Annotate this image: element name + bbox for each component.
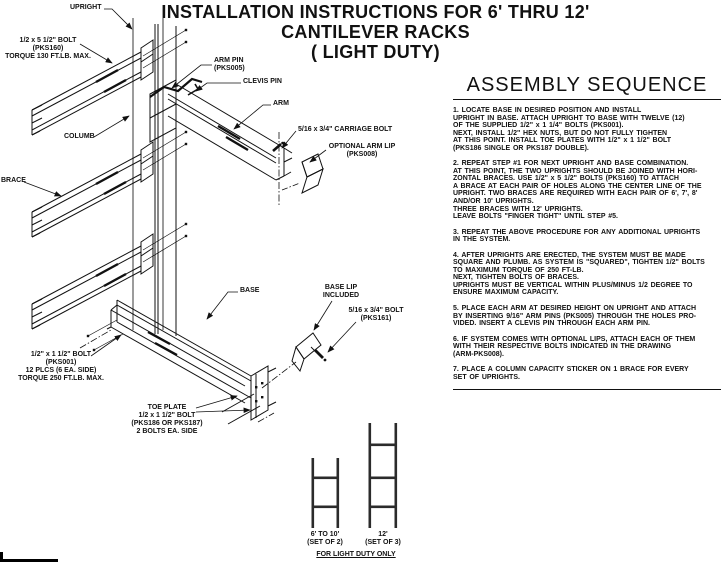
callout-carriage-bolt: 5/16 x 3/4" CARRIAGE BOLT: [298, 126, 393, 133]
leader-lines: [23, 8, 357, 414]
title-line-2: CANTILEVER RACKS: [281, 22, 470, 42]
panel-bottom-rule: [453, 389, 721, 391]
upright-figure-tall: [368, 423, 398, 528]
callout-optional-arm-lip: OPTIONAL ARM LIP (PKS008): [328, 143, 396, 158]
step-1: 1. LOCATE BASE IN DESIRED POSITION AND I…: [453, 107, 685, 152]
rack-isometric-drawing: [23, 8, 398, 528]
heading-underline: [453, 99, 721, 100]
callout-brace: BRACE: [1, 177, 26, 184]
callout-toe-plate: TOE PLATE 1/2 x 1 1/2" BOLT (PKS186 OR P…: [131, 404, 203, 435]
light-duty-note: FOR LIGHT DUTY ONLY: [316, 551, 396, 558]
upright-column: [132, 18, 177, 336]
callout-base: BASE: [240, 287, 260, 294]
scan-edge-artifact: [0, 559, 58, 562]
cantilever-arm: [149, 79, 293, 205]
upright-figure-small: [311, 458, 340, 528]
brace-middle: [31, 130, 188, 238]
base-lip-part: [291, 332, 327, 373]
callout-base-lip-bolt: 5/16 x 3/4" BOLT (PKS161): [348, 307, 404, 322]
callout-anchor-bolt: 1/2" x 1 1/2" BOLT (PKS001) 12 PLCS (6 E…: [18, 351, 104, 382]
brace-top: [31, 28, 188, 136]
step-6: 6. IF SYSTEM COMES WITH OPTIONAL LIPS, A…: [453, 335, 696, 358]
figure-label-set-of-2: 6' TO 10' (SET OF 2): [307, 531, 343, 546]
callout-arm: ARM: [273, 100, 289, 107]
callout-base-lip: BASE LIP INCLUDED: [322, 284, 360, 299]
step-4: 4. AFTER UPRIGHTS ARE ERECTED, THE SYSTE…: [453, 251, 705, 297]
step-2: 2. REPEAT STEP #1 FOR NEXT UPRIGHT AND B…: [453, 160, 702, 221]
step-7: 7. PLACE A COLUMN CAPACITY STICKER ON 1 …: [453, 366, 689, 381]
step-3: 3. REPEAT THE ABOVE PROCEDURE FOR ANY AD…: [453, 228, 701, 244]
callout-brace-bolt: 1/2 x 5 1/2" BOLT (PKS160) TORQUE 130 FT…: [5, 37, 91, 60]
page-title: INSTALLATION INSTRUCTIONS FOR 6' THRU 12…: [138, 2, 613, 62]
assembly-sequence-panel: ASSEMBLY SEQUENCE 1. LOCATE BASE IN DESI…: [453, 74, 721, 391]
brace-bottom: [31, 222, 188, 330]
callout-upright: UPRIGHT: [70, 4, 102, 11]
assembly-steps: 1. LOCATE BASE IN DESIRED POSITION AND I…: [453, 107, 721, 381]
callout-column: COLUMB: [64, 133, 95, 140]
title-line-3: ( LIGHT DUTY): [311, 42, 440, 62]
step-5: 5. PLACE EACH ARM AT DESIRED HEIGHT ON U…: [453, 305, 697, 328]
figure-label-set-of-3: 12' (SET OF 3): [365, 531, 401, 546]
callout-clevis-pin: CLEVIS PIN: [243, 78, 282, 85]
callout-arm-pin: ARM PIN (PKS005): [214, 57, 245, 72]
scan-edge-artifact: [0, 552, 3, 562]
assembly-heading: ASSEMBLY SEQUENCE: [466, 74, 708, 96]
title-line-1: INSTALLATION INSTRUCTIONS FOR 6' THRU 12…: [161, 2, 590, 22]
base-member: [79, 299, 297, 425]
